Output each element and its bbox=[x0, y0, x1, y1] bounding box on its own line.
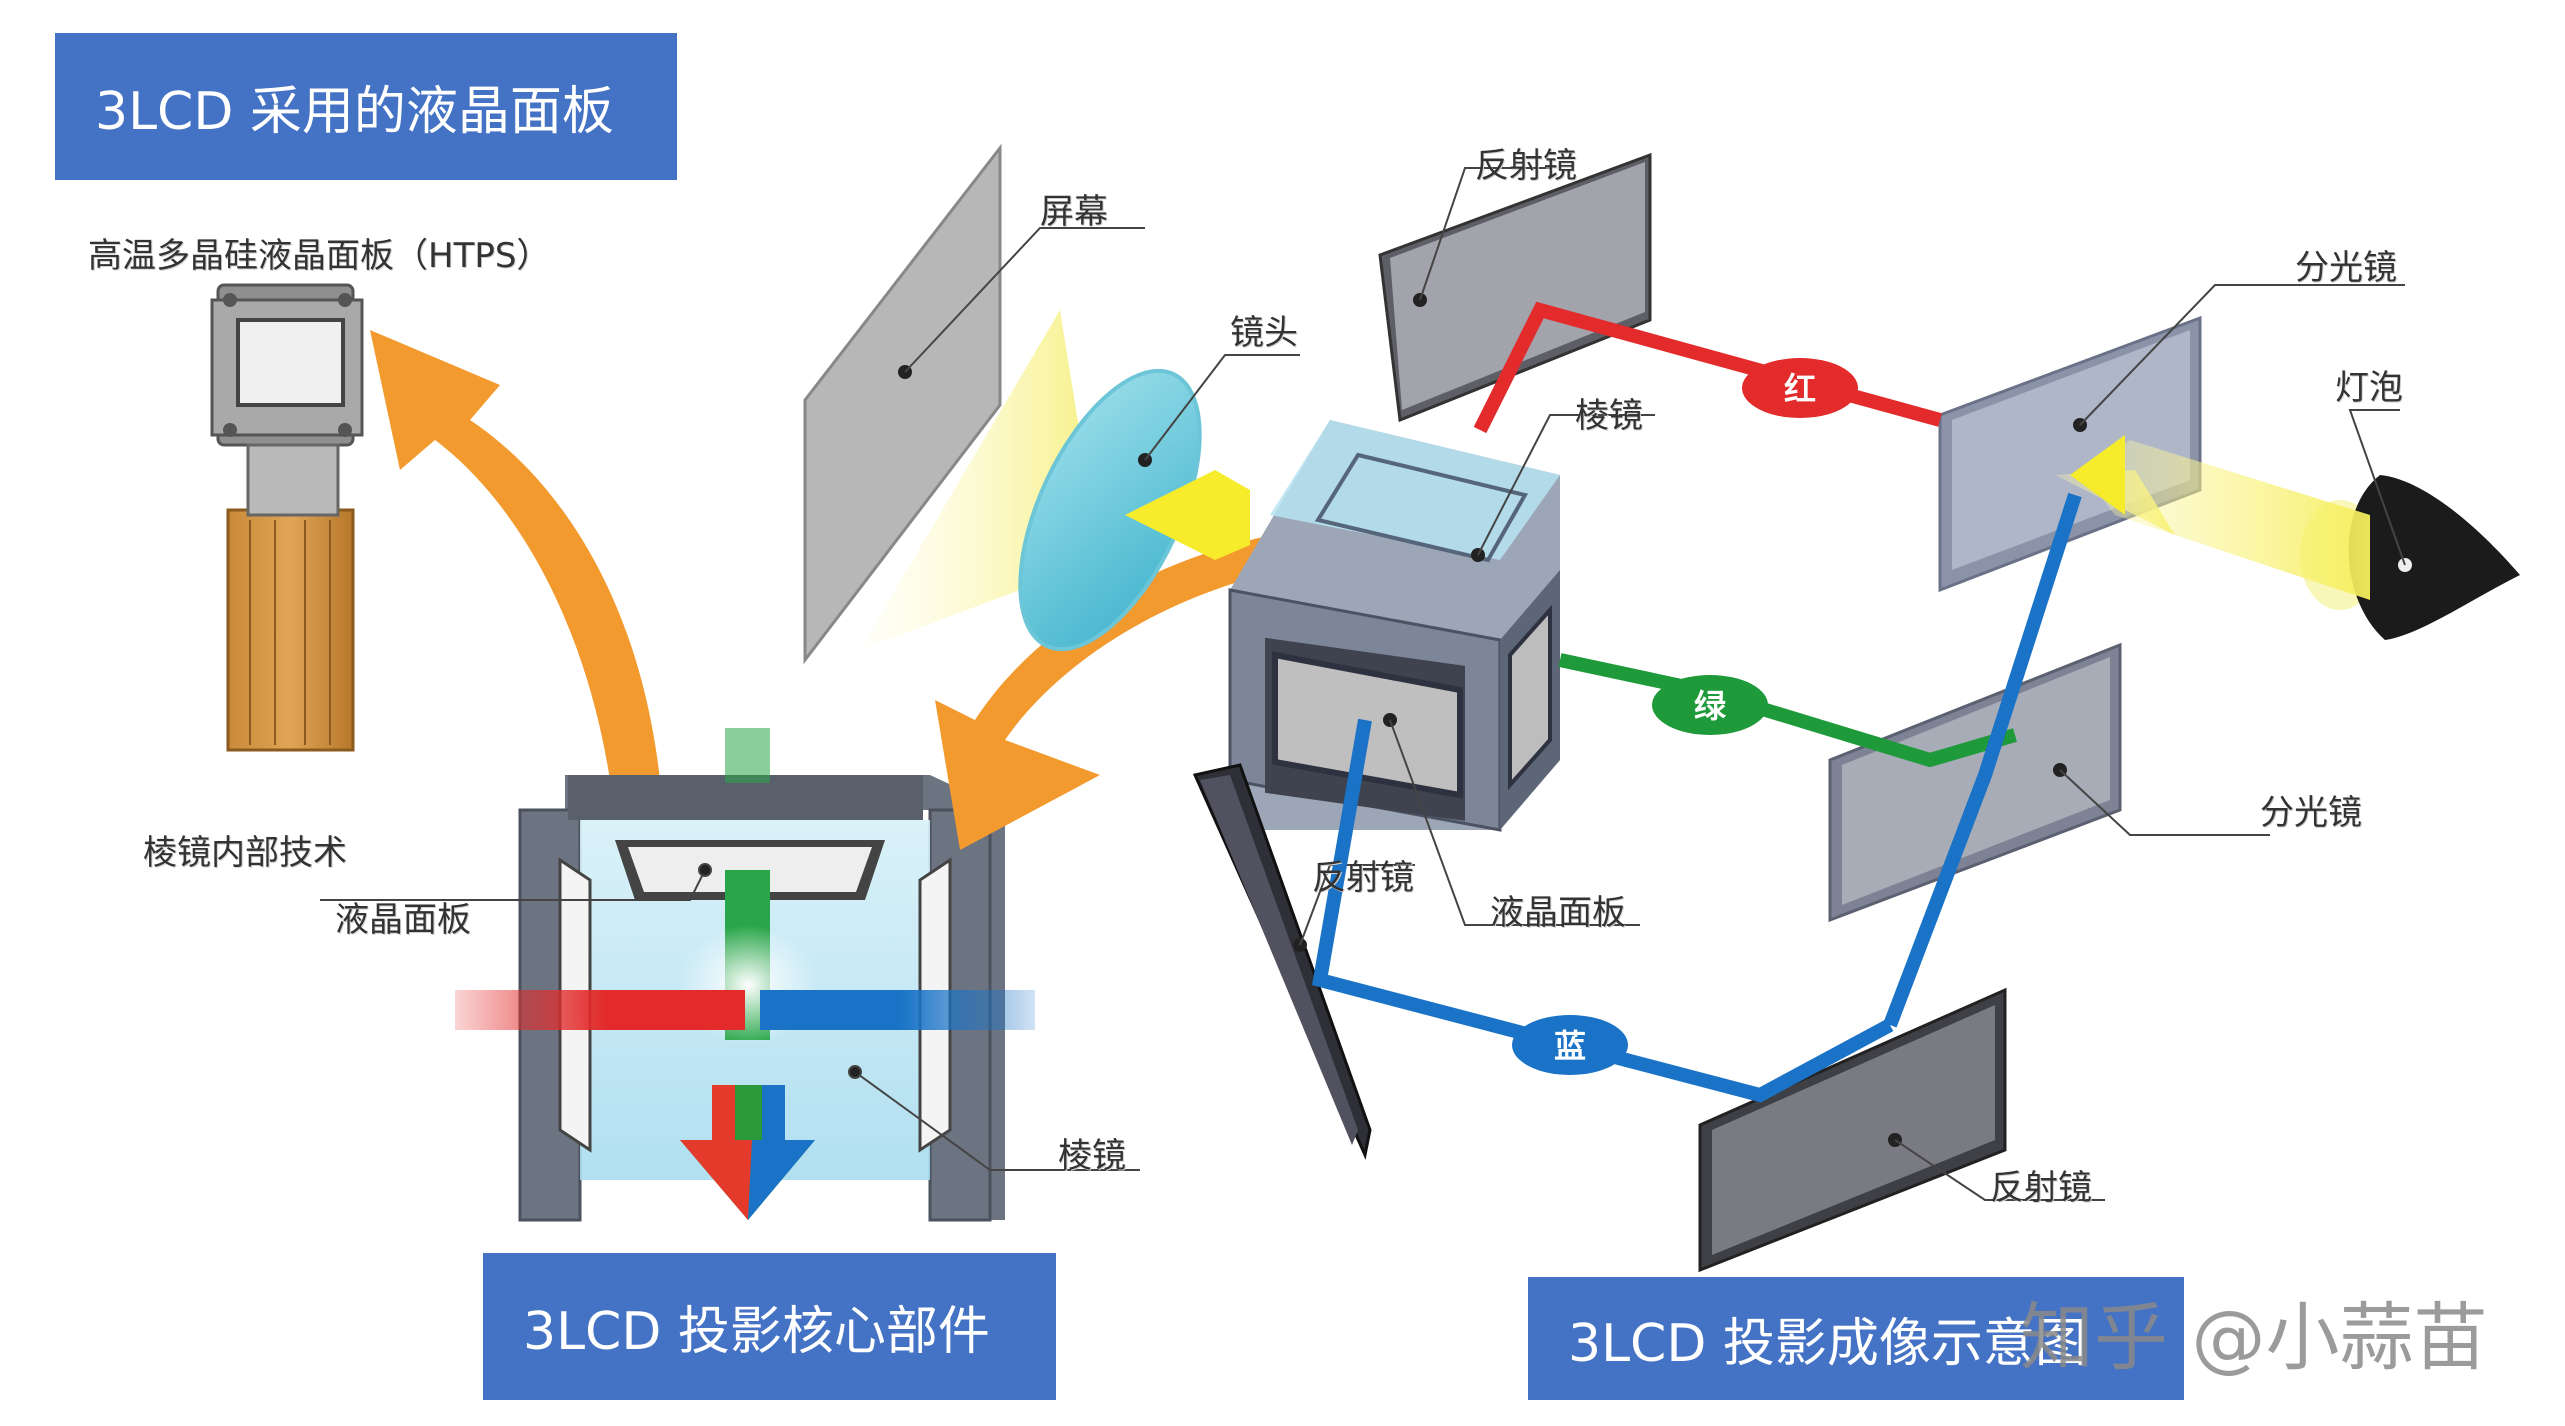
label-prism-right: 棱镜 bbox=[1575, 396, 1643, 436]
red-beam: 红 bbox=[1473, 301, 1942, 434]
banner-lcd-panel-text: 3LCD 采用的液晶面板 bbox=[95, 82, 614, 142]
projection-screen bbox=[803, 143, 1145, 665]
orange-arrow-to-core-icon bbox=[935, 525, 1340, 850]
mirror-bottom bbox=[1698, 987, 2105, 1273]
left-leader-lines bbox=[320, 863, 1140, 1171]
label-prism-left: 棱镜 bbox=[1058, 1136, 1126, 1176]
orange-arrow-to-panel-icon bbox=[370, 330, 660, 780]
red-beam-label: 红 bbox=[1784, 370, 1816, 408]
watermark: 知乎 @小蒜苗 bbox=[2020, 1295, 2488, 1381]
label-lcd-panel-left: 液晶面板 bbox=[335, 900, 471, 940]
dichroic-mirror-mid bbox=[1828, 642, 2270, 923]
lamp-light-arrow-icon bbox=[2070, 435, 2125, 515]
htps-lcd-panel-chip bbox=[210, 283, 364, 752]
mirror-left bbox=[1192, 763, 1415, 1160]
green-beam: 绿 bbox=[1558, 653, 2017, 768]
label-lens: 镜头 bbox=[1230, 313, 1298, 353]
label-mirror-left: 反射镜 bbox=[1312, 858, 1414, 898]
yellow-arrow-to-lens-icon bbox=[1125, 470, 1250, 560]
banner-imaging: 3LCD 投影成像示意图 bbox=[1528, 1277, 2184, 1400]
label-prism-tech: 棱镜内部技术 bbox=[143, 833, 347, 873]
label-dichroic-mid: 分光镜 bbox=[2260, 793, 2362, 833]
lamp-light-beam-icon bbox=[2080, 440, 2370, 600]
x-cube-prism bbox=[1228, 414, 1655, 926]
banner-lcd-panel: 3LCD 采用的液晶面板 bbox=[55, 33, 677, 180]
label-dichroic-top: 分光镜 bbox=[2295, 248, 2397, 288]
label-screen: 屏幕 bbox=[1040, 192, 1108, 232]
projection-lens bbox=[1018, 354, 1300, 652]
label-mirror-top: 反射镜 bbox=[1475, 146, 1577, 186]
blue-beam: 蓝 bbox=[1312, 492, 2082, 1103]
label-lamp: 灯泡 bbox=[2335, 368, 2403, 408]
mirror-top bbox=[1378, 152, 1652, 423]
label-mirror-bottom: 反射镜 bbox=[1990, 1168, 2092, 1208]
blue-beam-label: 蓝 bbox=[1554, 1027, 1586, 1065]
banner-core-parts-text: 3LCD 投影核心部件 bbox=[523, 1302, 990, 1362]
label-htps-panel: 高温多晶硅液晶面板（HTPS） bbox=[88, 236, 551, 276]
banner-core-parts: 3LCD 投影核心部件 bbox=[483, 1253, 1056, 1400]
prism-core-assembly bbox=[455, 728, 1035, 1222]
green-beam-label: 绿 bbox=[1694, 687, 1727, 725]
label-lcd-panel-right: 液晶面板 bbox=[1490, 893, 1626, 933]
banner-imaging-text: 3LCD 投影成像示意图 bbox=[1568, 1314, 2087, 1374]
